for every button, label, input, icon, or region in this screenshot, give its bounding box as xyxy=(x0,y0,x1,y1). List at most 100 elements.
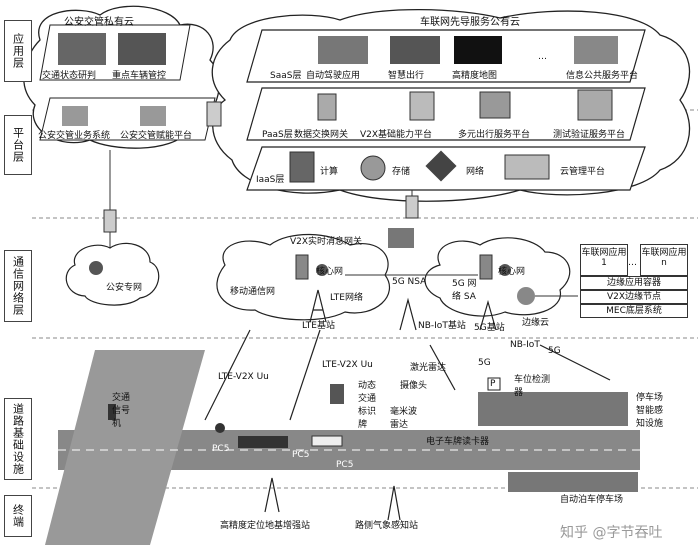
car-icon xyxy=(311,435,343,447)
gateway-server-icon xyxy=(317,93,337,121)
police-app-1: 交通状态研判 xyxy=(42,71,97,81)
auto-parking-label: 自动泊车停车场 xyxy=(560,495,624,505)
motorbike-icon xyxy=(215,423,225,433)
cloud-mgmt-icon xyxy=(504,154,550,180)
layer-application: 应用层 xyxy=(4,20,32,82)
test-platform-icon xyxy=(577,89,613,121)
pc5-label-2: PC5 xyxy=(292,450,310,460)
iaas-item-1: 计算 xyxy=(320,167,339,177)
paas-item-1: 数据交换网关 xyxy=(294,130,349,140)
label-5g-b: 5G xyxy=(548,346,561,356)
layer-terminal: 终端 xyxy=(4,495,32,537)
router-icon-police xyxy=(89,261,103,275)
bs5g-label: 5G基站 xyxy=(474,323,505,333)
firewall-icon-middle xyxy=(103,209,117,233)
uu-links xyxy=(204,329,611,421)
camera-label: 摄像头 xyxy=(400,381,428,391)
layer-network: 通信网络层 xyxy=(4,250,32,322)
saas-item-3: 高精度地图 xyxy=(452,71,498,81)
iaas-item-2: 存储 xyxy=(392,167,411,177)
police-platform-1: 公安交管业务系统 xyxy=(38,131,111,141)
edge-node: V2X边缘节点 xyxy=(580,290,688,304)
edge-cloud-icon xyxy=(517,287,535,305)
key-vehicle-image xyxy=(118,33,166,65)
travel-server-icon xyxy=(479,91,511,119)
paas-item-4: 测试验证服务平台 xyxy=(553,130,626,140)
watermark: 知乎 @字节吞吐 xyxy=(560,525,663,541)
core-server-2 xyxy=(479,254,493,280)
police-system-icon xyxy=(62,106,88,126)
layer-platform: 平台层 xyxy=(4,115,32,175)
uu-label-2: LTE-V2X Uu xyxy=(322,360,373,370)
mmwave-label: 毫米波雷达 xyxy=(390,407,418,430)
edge-cloud-label: 边缘云 xyxy=(522,318,550,328)
autonomous-app-image xyxy=(318,36,368,64)
info-platform-image xyxy=(574,36,618,64)
edge-app-n: 车联网应用n xyxy=(640,244,688,276)
tower-5g xyxy=(479,299,497,331)
label-5g-a: 5G xyxy=(478,358,491,368)
towers xyxy=(264,289,497,521)
traffic-state-image xyxy=(58,33,106,65)
lte-net-label: LTE网络 xyxy=(330,293,363,303)
lidar-label: 激光雷达 xyxy=(410,363,447,373)
edge-mec: MEC底层系统 xyxy=(580,304,688,318)
police-net-label: 公安专网 xyxy=(106,283,143,293)
hd-map-image xyxy=(454,36,502,64)
saas-item-1: 自动驾驶应用 xyxy=(306,71,361,81)
layer-road: 道路基础设施 xyxy=(4,398,32,480)
p-sign-label: P xyxy=(490,379,496,389)
core-net-1: 核心网 xyxy=(316,267,344,277)
paas-item-3: 多元出行服务平台 xyxy=(458,130,531,140)
police-enable-icon xyxy=(140,106,166,126)
gnss-tower xyxy=(264,477,280,513)
pc5-label-1: PC5 xyxy=(212,444,230,454)
parking-lot-bottom xyxy=(508,472,638,492)
paas-layer-shape xyxy=(246,87,646,141)
parking-lot-top xyxy=(478,392,628,426)
core-server-1 xyxy=(295,254,309,280)
nbiot-tower xyxy=(399,297,417,331)
router-icon-1 xyxy=(316,264,328,276)
truck-icon xyxy=(238,436,288,448)
police-app-2: 重点车辆管控 xyxy=(112,71,167,81)
road-main xyxy=(58,430,640,470)
mobile-net-label: 移动通信网 xyxy=(230,287,276,297)
paas-label: PaaS层 xyxy=(262,130,293,140)
compute-icon xyxy=(289,151,315,183)
dynamic-sign-icon xyxy=(330,384,344,404)
smart-travel-image xyxy=(390,36,440,64)
lte-bs-label: LTE基站 xyxy=(302,321,335,331)
saas-item-4: … xyxy=(538,52,547,62)
public-cloud-title: 车联网先导服务公有云 xyxy=(420,17,520,28)
smart-parking-label: 停车场智能感知设施 xyxy=(636,393,664,429)
saas-item-5: 信息公共服务平台 xyxy=(566,71,639,81)
iaas-label: IaaS层 xyxy=(256,175,285,185)
nbiot-bs-label: NB-IoT基站 xyxy=(418,321,466,331)
parking-detector-label: 车位检测器 xyxy=(514,375,551,398)
police-platform-2: 公安交管赋能平台 xyxy=(120,131,193,141)
police-net-cloud xyxy=(65,242,160,306)
v2x-gateway-label: V2X实时消息网关 xyxy=(290,237,363,247)
dynamic-sign-label: 动态交通标识牌 xyxy=(358,381,377,430)
saas-label: SaaS层 xyxy=(270,71,302,81)
road-diagonal xyxy=(45,350,205,545)
saas-item-2: 智慧出行 xyxy=(388,71,425,81)
terminal-gnss: 高精度定位地基增强站 xyxy=(220,521,311,531)
v2x-gateway-server xyxy=(388,228,414,248)
nbiot-label: NB-IoT xyxy=(510,340,540,350)
paas-item-2: V2X基础能力平台 xyxy=(360,130,433,140)
router-icon-2 xyxy=(499,264,511,276)
signal-label: 交通信号机 xyxy=(112,393,131,429)
nsa-label: 5G NSA xyxy=(392,277,427,287)
edge-container: 边缘应用容器 xyxy=(580,276,688,290)
v2x-server-icon xyxy=(409,91,435,121)
weather-tower xyxy=(387,485,401,521)
iaas-item-4: 云管理平台 xyxy=(560,167,606,177)
signal-icon xyxy=(108,404,116,420)
plate-reader-label: 电子车牌读卡器 xyxy=(426,437,490,447)
sa-label: 5G 网络 SA xyxy=(452,279,477,302)
uu-label-1: LTE-V2X Uu xyxy=(218,372,269,382)
police-cloud-title: 公安交管私有云 xyxy=(64,17,134,28)
edge-app-1: 车联网应用1 xyxy=(580,244,628,276)
